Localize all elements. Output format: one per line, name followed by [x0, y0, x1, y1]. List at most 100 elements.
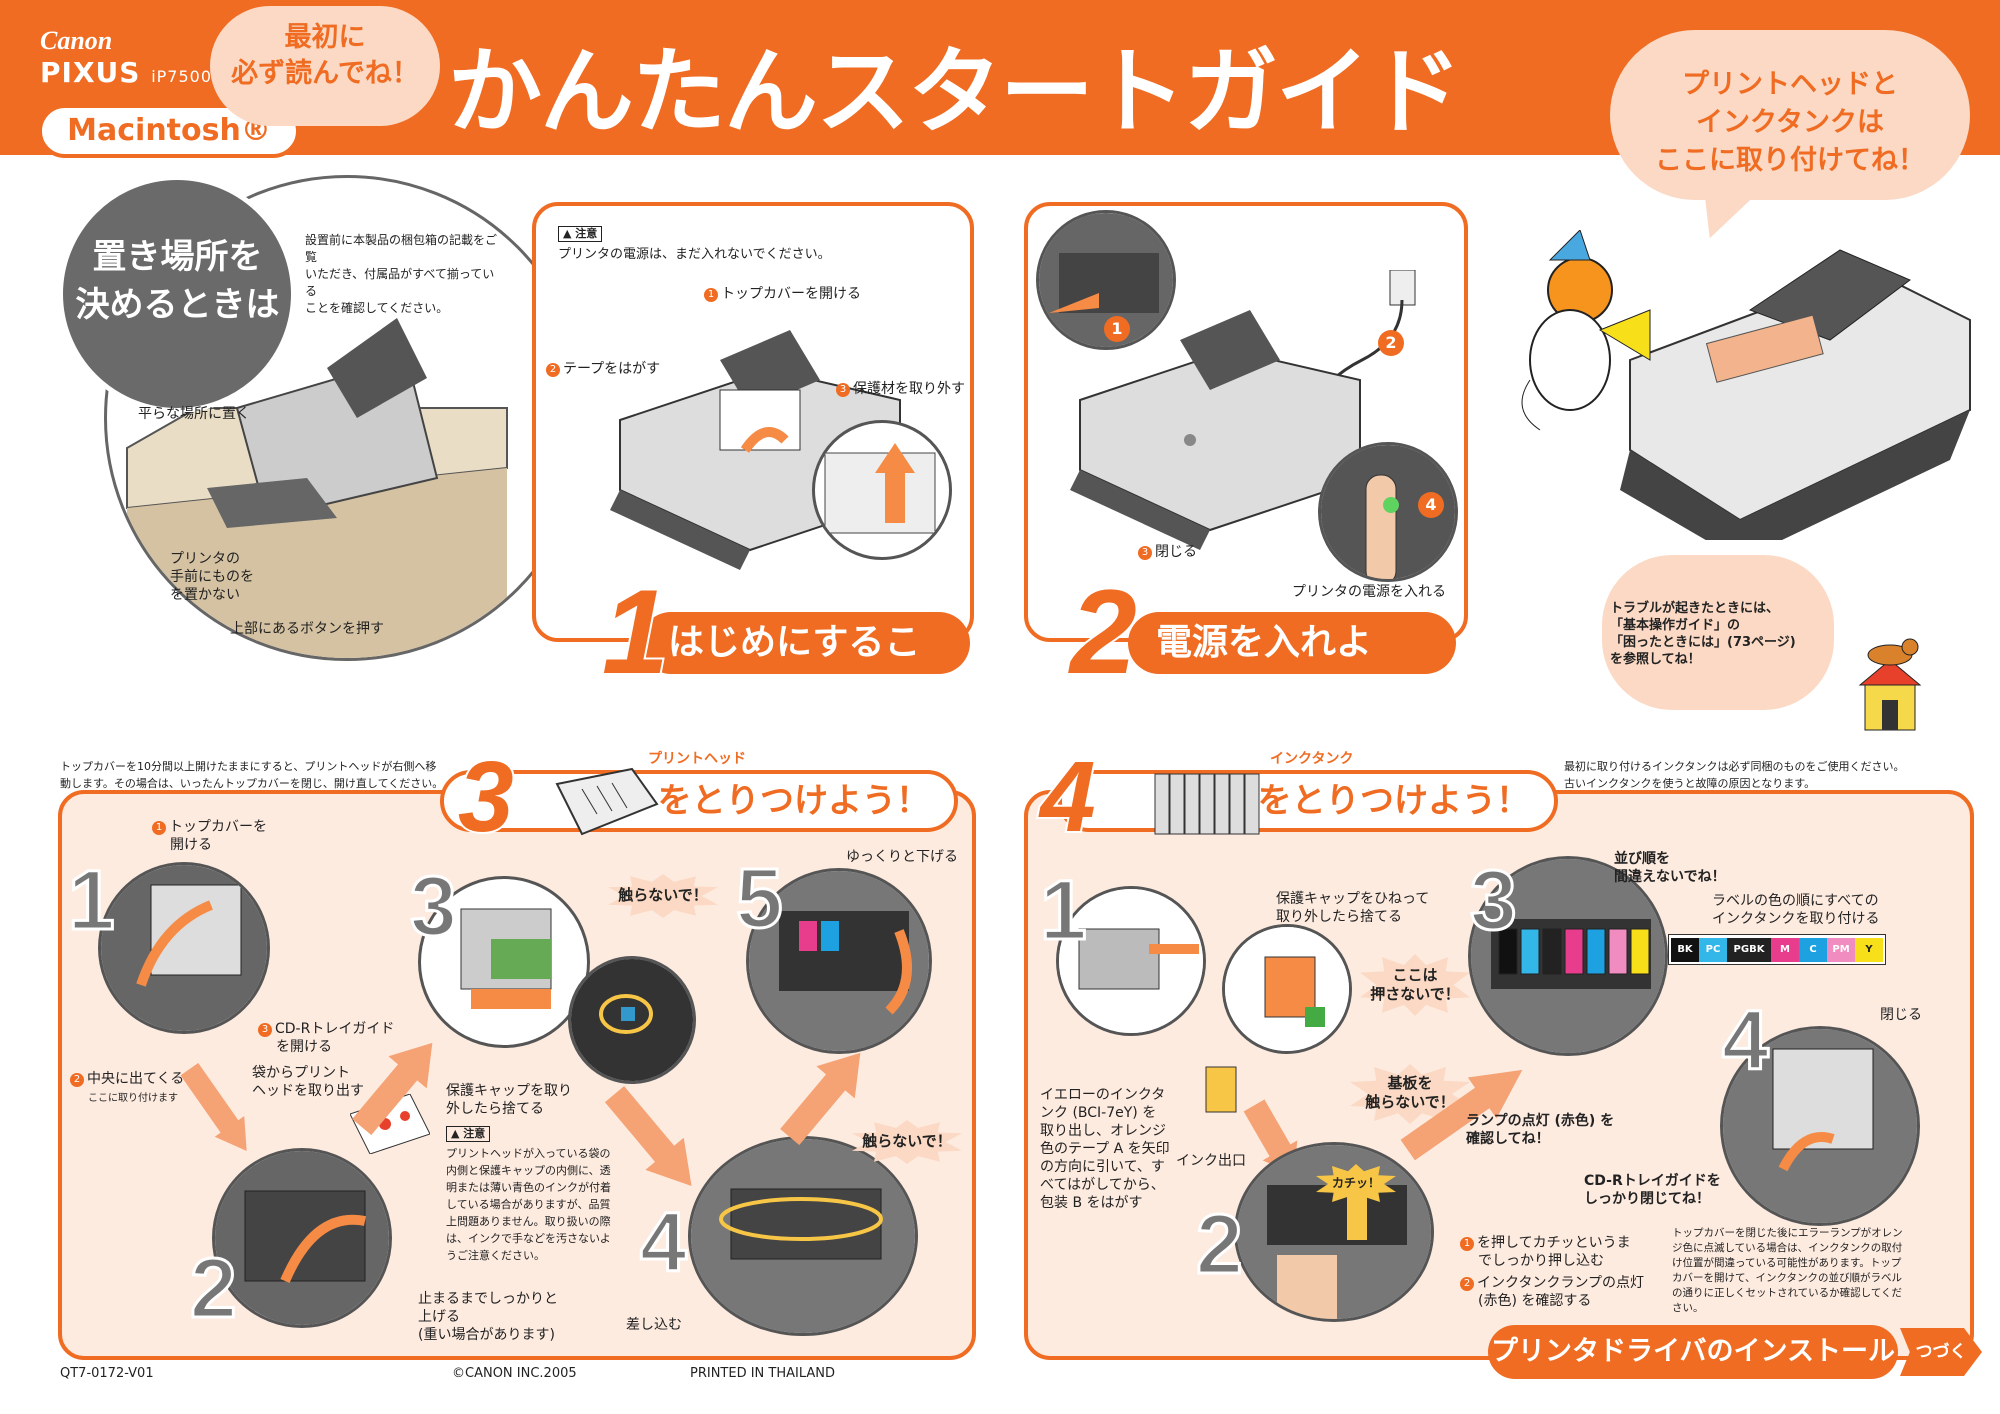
step4-errornote: トップカバーを閉じた後にエラーランプがオレン ジ色に点滅している場合は、インクタ… — [1672, 1226, 1930, 1316]
action-text: 閉じる — [1155, 544, 1197, 560]
note-line: 古いインクタンクを使うと故障の原因となります。 — [1564, 777, 1816, 790]
placement-button: 上部にあるボタンを押す — [230, 621, 384, 637]
dog-doghouse-illustration — [1858, 638, 1922, 731]
label-line: ランプの点灯 (赤色) を — [1466, 1113, 1615, 1129]
placement-note: 設置前に本製品の梱包箱の記載をご覧 いただき、付属品がすべて揃っている ことを確… — [305, 232, 505, 317]
step1-number: 1 — [600, 565, 671, 699]
bubble-line: ここに取り付けてね！ — [1655, 145, 1925, 176]
label-line: トップカバーを — [169, 819, 267, 835]
must-read-line: 最初に — [284, 22, 366, 53]
step3-sub3-number: 3 — [409, 858, 459, 955]
label-line: 包装 B をはがす — [1040, 1195, 1143, 1211]
lower-lever-illustration — [749, 871, 929, 1051]
label-line: 間違えないでね！ — [1614, 869, 1726, 885]
bubble-line: インクタンクは — [1696, 107, 1884, 138]
trouble-line: トラブルが起きたときには、 — [1610, 601, 1780, 616]
note-line: ジ色に点滅している場合は、インクタンクの取付 — [1672, 1242, 1903, 1254]
step4-outlet: インク出口 — [1176, 1153, 1246, 1169]
caution-tag: ▲ 注意 — [558, 226, 603, 242]
label-line: 保護キャップをひねって — [1276, 891, 1430, 907]
must-read-bubble: 最初に必ず読んでね！ — [210, 6, 440, 126]
front-line: 手前にものを — [170, 569, 254, 585]
must-read-line: 必ず読んでね！ — [231, 58, 419, 89]
model-number: iP7500 — [151, 67, 212, 86]
step4-allink: ラベルの色の順にすべてのインクタンクを取り付ける — [1712, 892, 1879, 928]
step4-sub1-circle — [1056, 886, 1206, 1036]
label-line: ここに取り付けます — [88, 1093, 178, 1104]
burst-line: ここは — [1392, 966, 1438, 984]
step2-power: プリンタの電源を入れる — [1292, 584, 1446, 600]
caution-text: プリンタの電源は、まだ入れないでください。 — [558, 247, 831, 262]
no-press-burst: ここは押さないで！ — [1360, 954, 1470, 1016]
note-line: トップカバーを10分間以上開けたままにすると、プリントヘッドが右側へ移 — [60, 760, 437, 773]
step3-number: 3 — [456, 740, 516, 854]
step1-detail-circle — [812, 420, 952, 560]
label-line: 止まるまでしっかりと — [418, 1291, 558, 1307]
burst-text: カチッ！ — [1331, 1176, 1380, 1190]
power-button-illustration — [1321, 445, 1455, 579]
label-line: 並び順を — [1614, 851, 1670, 867]
caution-line: 上問題ありません。取り扱いの際 — [446, 1215, 611, 1228]
step-number-badge: 1 — [152, 821, 166, 835]
label-line: CD-Rトレイガイドを — [1584, 1173, 1721, 1189]
page-title: かんたんスタートガイド — [448, 38, 1462, 147]
label-line: ラベルの色の順にすべての — [1712, 893, 1879, 909]
step4-order: 並び順を間違えないでね！ — [1614, 850, 1726, 886]
cover-open-illustration — [101, 865, 267, 1031]
step3-sub1-number: 1 — [67, 852, 117, 949]
step4-title-pill: をとりつけよう！ — [1058, 770, 1558, 832]
install-tanks-illustration — [1471, 859, 1665, 1053]
next-page-arrow[interactable]: つづく — [1900, 1328, 1982, 1376]
caution-line: うご注意ください。 — [446, 1249, 545, 1262]
caution-line: プリントヘッドが入っている袋の — [446, 1147, 611, 1160]
step4-number: 4 — [1038, 740, 1098, 854]
step-number-badge: 3 — [258, 1023, 272, 1037]
ink-color-swatch: Y — [1855, 938, 1883, 962]
mascot-printer-illustration — [1521, 230, 1971, 540]
heading-line: 置き場所を — [92, 237, 263, 277]
step-number-badge: 2 — [546, 363, 560, 377]
lift-lever-illustration — [215, 1151, 389, 1325]
step3-insert: 差し込む — [626, 1317, 682, 1333]
burst-text: 触らないで！ — [862, 1132, 952, 1150]
burst-line: 押さないで！ — [1370, 985, 1460, 1003]
label-line: インクタンクランプの点灯 — [1477, 1275, 1645, 1291]
install-driver-link[interactable]: プリンタドライバのインストール — [1488, 1325, 1898, 1379]
step-number-badge: 2 — [70, 1073, 84, 1087]
copyright: ©CANON INC.2005 — [452, 1366, 577, 1381]
note-line: 最初に取り付けるインクタンクは必ず同梱のものをご使用ください。 — [1564, 760, 1905, 773]
trouble-text: トラブルが起きたときには、 「基本操作ガイド」の 「困ったときには」(73ページ… — [1610, 600, 1840, 668]
placement-flat: 平らな場所に置く — [138, 406, 250, 422]
step4-twist: 保護キャップをひねって取り外したら捨てる — [1276, 890, 1429, 926]
remove-cap-illustration — [460, 908, 552, 1009]
step3-sub1-circle — [98, 862, 270, 1034]
label-line: を開ける — [276, 1039, 332, 1055]
label-line: べてはがしてから、 — [1040, 1177, 1165, 1193]
label-line: 外したら捨てる — [446, 1101, 544, 1117]
label-line: でしっかり押し込む — [1478, 1253, 1604, 1269]
ink-color-swatch: PC — [1699, 938, 1727, 962]
step4-yellow: イエローのインクタ ンク (BCI-7eY) を 取り出し、オレンジ 色のテープ… — [1040, 1086, 1180, 1212]
caution-line: している場合がありますが、品質 — [446, 1198, 611, 1211]
caution-tag: ▲ 注意 — [446, 1126, 491, 1142]
note-line: の通りに正しくセットされているか確認してくだ — [1672, 1287, 1903, 1299]
step1-title-pill: はじめにすること — [640, 612, 970, 725]
caution-line: は、インクで手などを汚さないよ — [446, 1232, 611, 1245]
step3-sub4-number: 4 — [639, 1194, 689, 1291]
step3-cap: 保護キャップを取り外したら捨てる — [446, 1082, 572, 1118]
insert-head-illustration — [691, 1139, 915, 1333]
front-line: プリンタの — [170, 551, 240, 567]
step2-title-pill: 電源を入れよう！ — [1128, 612, 1456, 725]
step2-badge-1: 1 — [1104, 316, 1130, 342]
step-number-badge: 3 — [1138, 546, 1152, 560]
label-line: 中央に出てくる — [87, 1071, 185, 1087]
step3-head-circle — [568, 956, 696, 1084]
placement-heading-badge — [58, 175, 296, 413]
model-series: PIXUS — [40, 56, 141, 89]
step4-cap-circle — [1222, 924, 1352, 1054]
ink-color-swatch: BK — [1671, 938, 1699, 962]
